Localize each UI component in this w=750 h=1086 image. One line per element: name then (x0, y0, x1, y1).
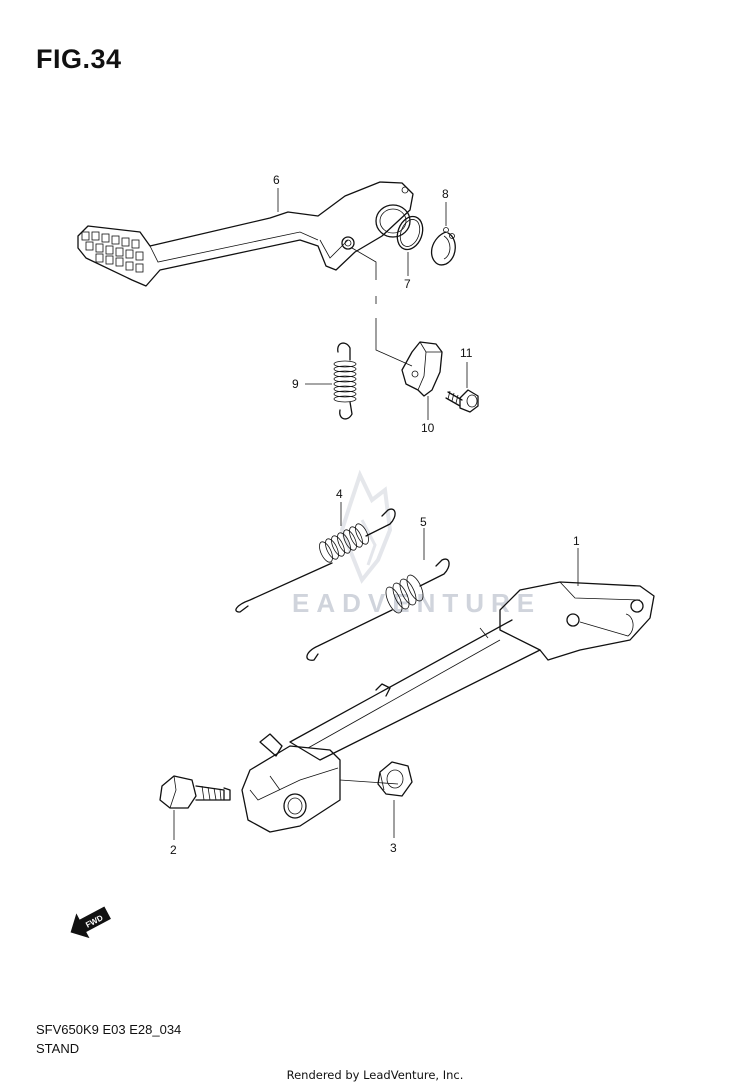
part-5-spring[interactable] (306, 558, 450, 661)
watermark-logo-icon (339, 469, 393, 584)
callout-11: 11 (460, 346, 473, 360)
part-1-side-stand[interactable] (241, 581, 655, 833)
part-8-circlip[interactable] (430, 227, 456, 266)
part-6-brake-pedal[interactable] (77, 181, 414, 287)
figure-title: FIG.34 (36, 44, 122, 74)
callout-9: 9 (292, 377, 299, 391)
part-7-o-ring[interactable] (393, 213, 427, 253)
figure-code: SFV650K9 E03 E28_034 (36, 1022, 182, 1037)
fwd-arrow-icon: FWD (70, 906, 111, 939)
watermark-text: EADVENTURE (292, 588, 541, 618)
callout-2: 2 (170, 843, 177, 857)
part-2-pivot-bolt[interactable] (159, 775, 231, 809)
callout-4: 4 (336, 487, 343, 501)
callout-5: 5 (420, 515, 427, 529)
callout-1: 1 (573, 534, 580, 548)
part-3-nut[interactable] (377, 761, 413, 797)
figure-name: STAND (36, 1041, 80, 1056)
part-11-bolt[interactable] (445, 389, 479, 413)
rendered-credit: Rendered by LeadVenture, Inc. (286, 1068, 464, 1082)
callout-8: 8 (442, 187, 449, 201)
part-10-bracket[interactable] (401, 341, 443, 397)
part-4-spring[interactable] (235, 508, 396, 613)
callout-7: 7 (404, 277, 411, 291)
part-9-spring[interactable] (333, 342, 357, 420)
callout-3: 3 (390, 841, 397, 855)
callout-6: 6 (273, 173, 280, 187)
callout-10: 10 (421, 421, 435, 435)
